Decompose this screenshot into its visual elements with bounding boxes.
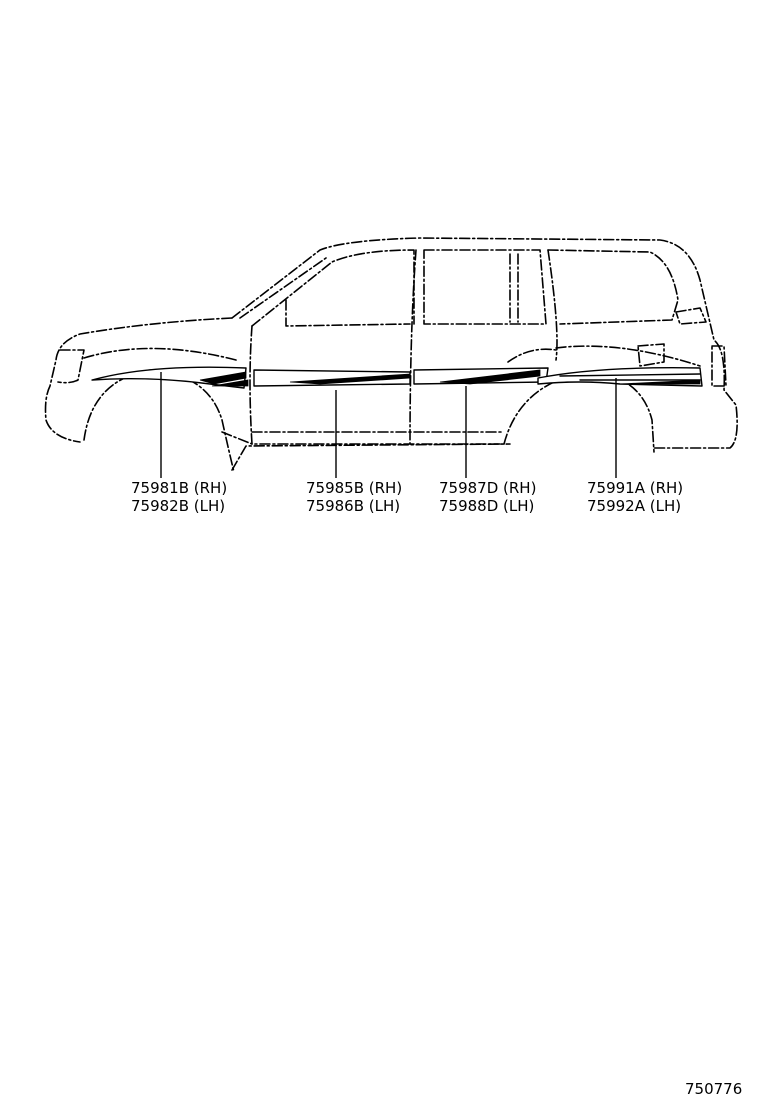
figure-number: 750776	[685, 1080, 742, 1098]
leader-lines	[160, 372, 617, 478]
part-labels: 75981B (RH) 75982B (LH) 75985B (RH) 7598…	[131, 479, 683, 515]
part-label-rear-door-lh: 75988D (LH)	[439, 497, 534, 515]
vehicle-outline	[44, 237, 738, 473]
part-label-front-door-lh: 75986B (LH)	[306, 497, 400, 515]
part-label-fender-rh: 75981B (RH)	[131, 479, 227, 497]
part-label-quarter-lh: 75992A (LH)	[587, 497, 681, 515]
part-label-front-door-rh: 75985B (RH)	[306, 479, 402, 497]
part-label-fender-lh: 75982B (LH)	[131, 497, 225, 515]
part-label-rear-door-rh: 75987D (RH)	[439, 479, 536, 497]
stripe-decals	[91, 366, 703, 389]
part-label-quarter-rh: 75991A (RH)	[587, 479, 683, 497]
